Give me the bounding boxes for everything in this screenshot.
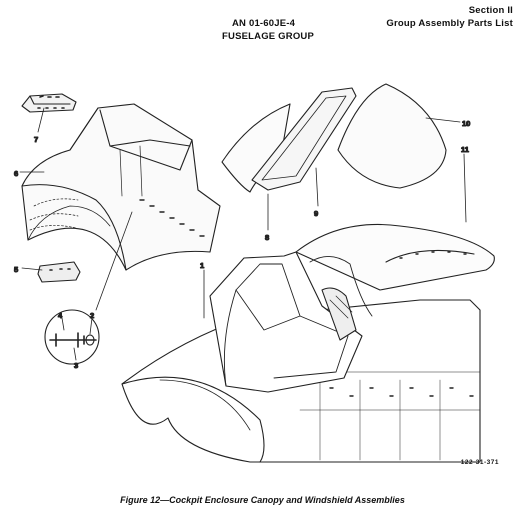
part-6-canopy-frame [21,103,221,271]
part-7-access-panel [21,93,77,113]
parts-list-label: Group Assembly Parts List [386,18,513,29]
callout-8: 8 [265,233,269,242]
fuselage-and-canopy-assembly [121,223,495,463]
callout-10: 10 [462,119,470,128]
section-label: Section II [468,5,513,16]
figure-caption: Figure 12—Cockpit Enclosure Canopy and W… [120,495,405,505]
callout-leaders [19,107,467,361]
callout-11: 11 [461,145,469,154]
callout-3: 3 [74,361,78,370]
callout-9: 9 [314,209,318,218]
part-10-side-glass [337,83,447,189]
callout-2: 2 [90,311,94,320]
callout-1: 1 [200,261,204,270]
document-number: AN 01-60JE-4 [232,18,296,29]
document-group-title: FUSELAGE GROUP [222,31,315,42]
part-5-fitting [37,261,81,283]
part-9-windshield-frame [251,87,357,191]
callout-5: 5 [14,265,18,274]
callout-6: 6 [14,169,18,178]
fastener-detail [44,309,100,365]
callout-7: 7 [34,135,38,144]
callout-4: 4 [58,311,63,320]
drawing-id: 122-31-371 [460,459,499,466]
